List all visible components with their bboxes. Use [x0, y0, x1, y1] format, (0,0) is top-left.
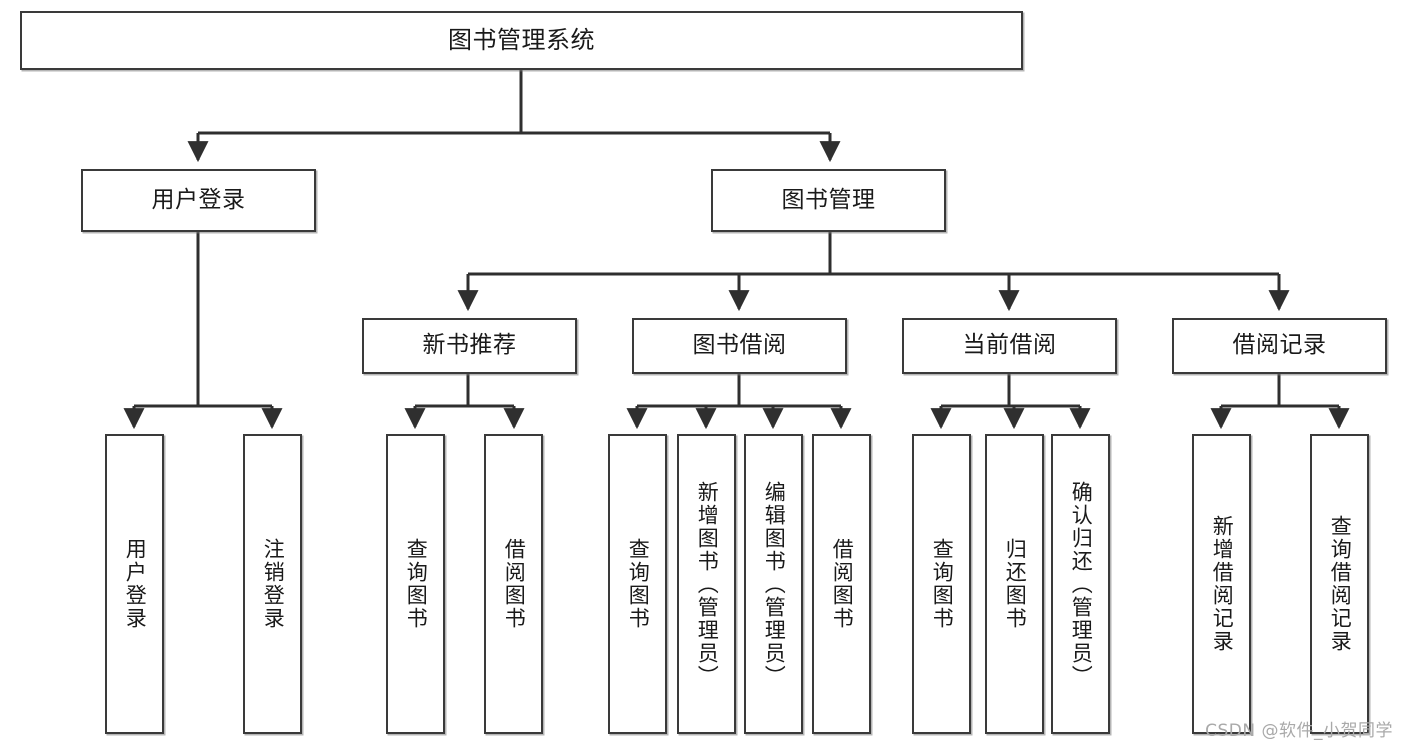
watermark: CSDN @软件_小贺同学 [1205, 721, 1393, 741]
node-leaf-logout-label: 注销登录 [261, 538, 286, 630]
node-leaf-add-book[interactable]: 新增图书（管理员） [677, 434, 736, 734]
node-leaf-logout[interactable]: 注销登录 [243, 434, 302, 734]
node-leaf-user-login[interactable]: 用户登录 [105, 434, 164, 734]
node-leaf-query-record[interactable]: 查询借阅记录 [1310, 434, 1369, 734]
node-new-book-recommend-label: 新书推荐 [422, 332, 517, 359]
node-leaf-add-book-label: 新增图书（管理员） [695, 480, 720, 688]
node-leaf-borrow-book[interactable]: 借阅图书 [812, 434, 871, 734]
node-leaf-confirm-return[interactable]: 确认归还（管理员） [1051, 434, 1110, 734]
node-user-login-label: 用户登录 [151, 186, 246, 213]
node-root-label: 图书管理系统 [448, 26, 595, 55]
node-current-borrow-label: 当前借阅 [962, 332, 1057, 359]
node-leaf-query-book-borrow[interactable]: 查询图书 [608, 434, 667, 734]
node-book-management-label: 图书管理 [781, 186, 876, 213]
node-leaf-query-book-rec[interactable]: 查询图书 [386, 434, 445, 734]
node-borrow-records[interactable]: 借阅记录 [1172, 318, 1387, 374]
node-leaf-add-record[interactable]: 新增借阅记录 [1192, 434, 1251, 734]
node-current-borrow[interactable]: 当前借阅 [902, 318, 1117, 374]
node-book-borrow-label: 图书借阅 [692, 332, 787, 359]
node-leaf-add-record-label: 新增借阅记录 [1210, 515, 1235, 653]
node-book-borrow[interactable]: 图书借阅 [632, 318, 847, 374]
node-leaf-query-book-current[interactable]: 查询图书 [912, 434, 971, 734]
node-leaf-query-book-current-label: 查询图书 [930, 538, 955, 630]
node-leaf-borrow-book-label: 借阅图书 [830, 538, 855, 630]
node-root[interactable]: 图书管理系统 [20, 11, 1023, 70]
node-leaf-edit-book-label: 编辑图书（管理员） [762, 480, 787, 688]
node-book-management[interactable]: 图书管理 [711, 169, 946, 232]
node-user-login[interactable]: 用户登录 [81, 169, 316, 232]
node-leaf-return-book[interactable]: 归还图书 [985, 434, 1044, 734]
node-leaf-query-book-rec-label: 查询图书 [404, 538, 429, 630]
node-leaf-query-record-label: 查询借阅记录 [1328, 515, 1353, 653]
node-leaf-user-login-label: 用户登录 [123, 538, 148, 630]
node-leaf-query-book-borrow-label: 查询图书 [626, 538, 651, 630]
node-leaf-edit-book[interactable]: 编辑图书（管理员） [744, 434, 803, 734]
node-new-book-recommend[interactable]: 新书推荐 [362, 318, 577, 374]
node-leaf-confirm-return-label: 确认归还（管理员） [1069, 480, 1094, 688]
node-leaf-return-book-label: 归还图书 [1003, 538, 1028, 630]
node-borrow-records-label: 借阅记录 [1232, 332, 1327, 359]
node-leaf-borrow-book-rec-label: 借阅图书 [502, 538, 527, 630]
node-leaf-borrow-book-rec[interactable]: 借阅图书 [484, 434, 543, 734]
